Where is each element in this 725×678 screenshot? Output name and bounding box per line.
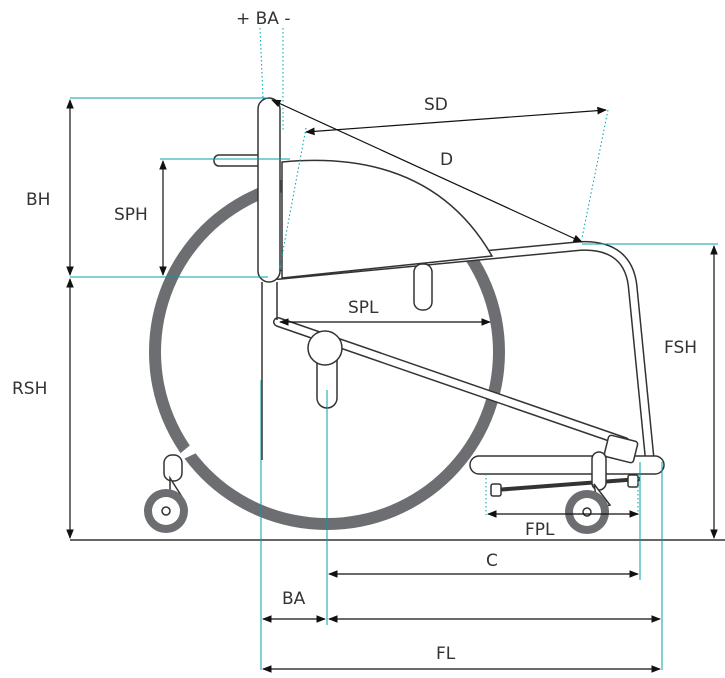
label-sph: SPH [114, 205, 148, 225]
footrest [469, 434, 665, 497]
label-bh: BH [26, 190, 50, 210]
backrest [257, 97, 281, 283]
sd-arrow [305, 106, 607, 136]
guide-lines [70, 97, 718, 670]
dimension-arrows [66, 99, 718, 673]
label-fl: FL [436, 644, 456, 664]
label-d: D [440, 150, 453, 170]
label-fpl: FPL [525, 520, 555, 540]
front-frame [273, 240, 655, 467]
label-spl: SPL [348, 298, 379, 318]
label-ba: BA [282, 589, 306, 609]
label-ba-top: + BA - [236, 9, 290, 29]
side-guard [413, 263, 433, 311]
label-rsh: RSH [12, 379, 47, 399]
rear-caster [144, 380, 272, 533]
label-c: C [486, 551, 498, 571]
label-sd: SD [424, 95, 448, 115]
axle-hub [307, 330, 343, 366]
label-fsh: FSH [664, 338, 697, 358]
